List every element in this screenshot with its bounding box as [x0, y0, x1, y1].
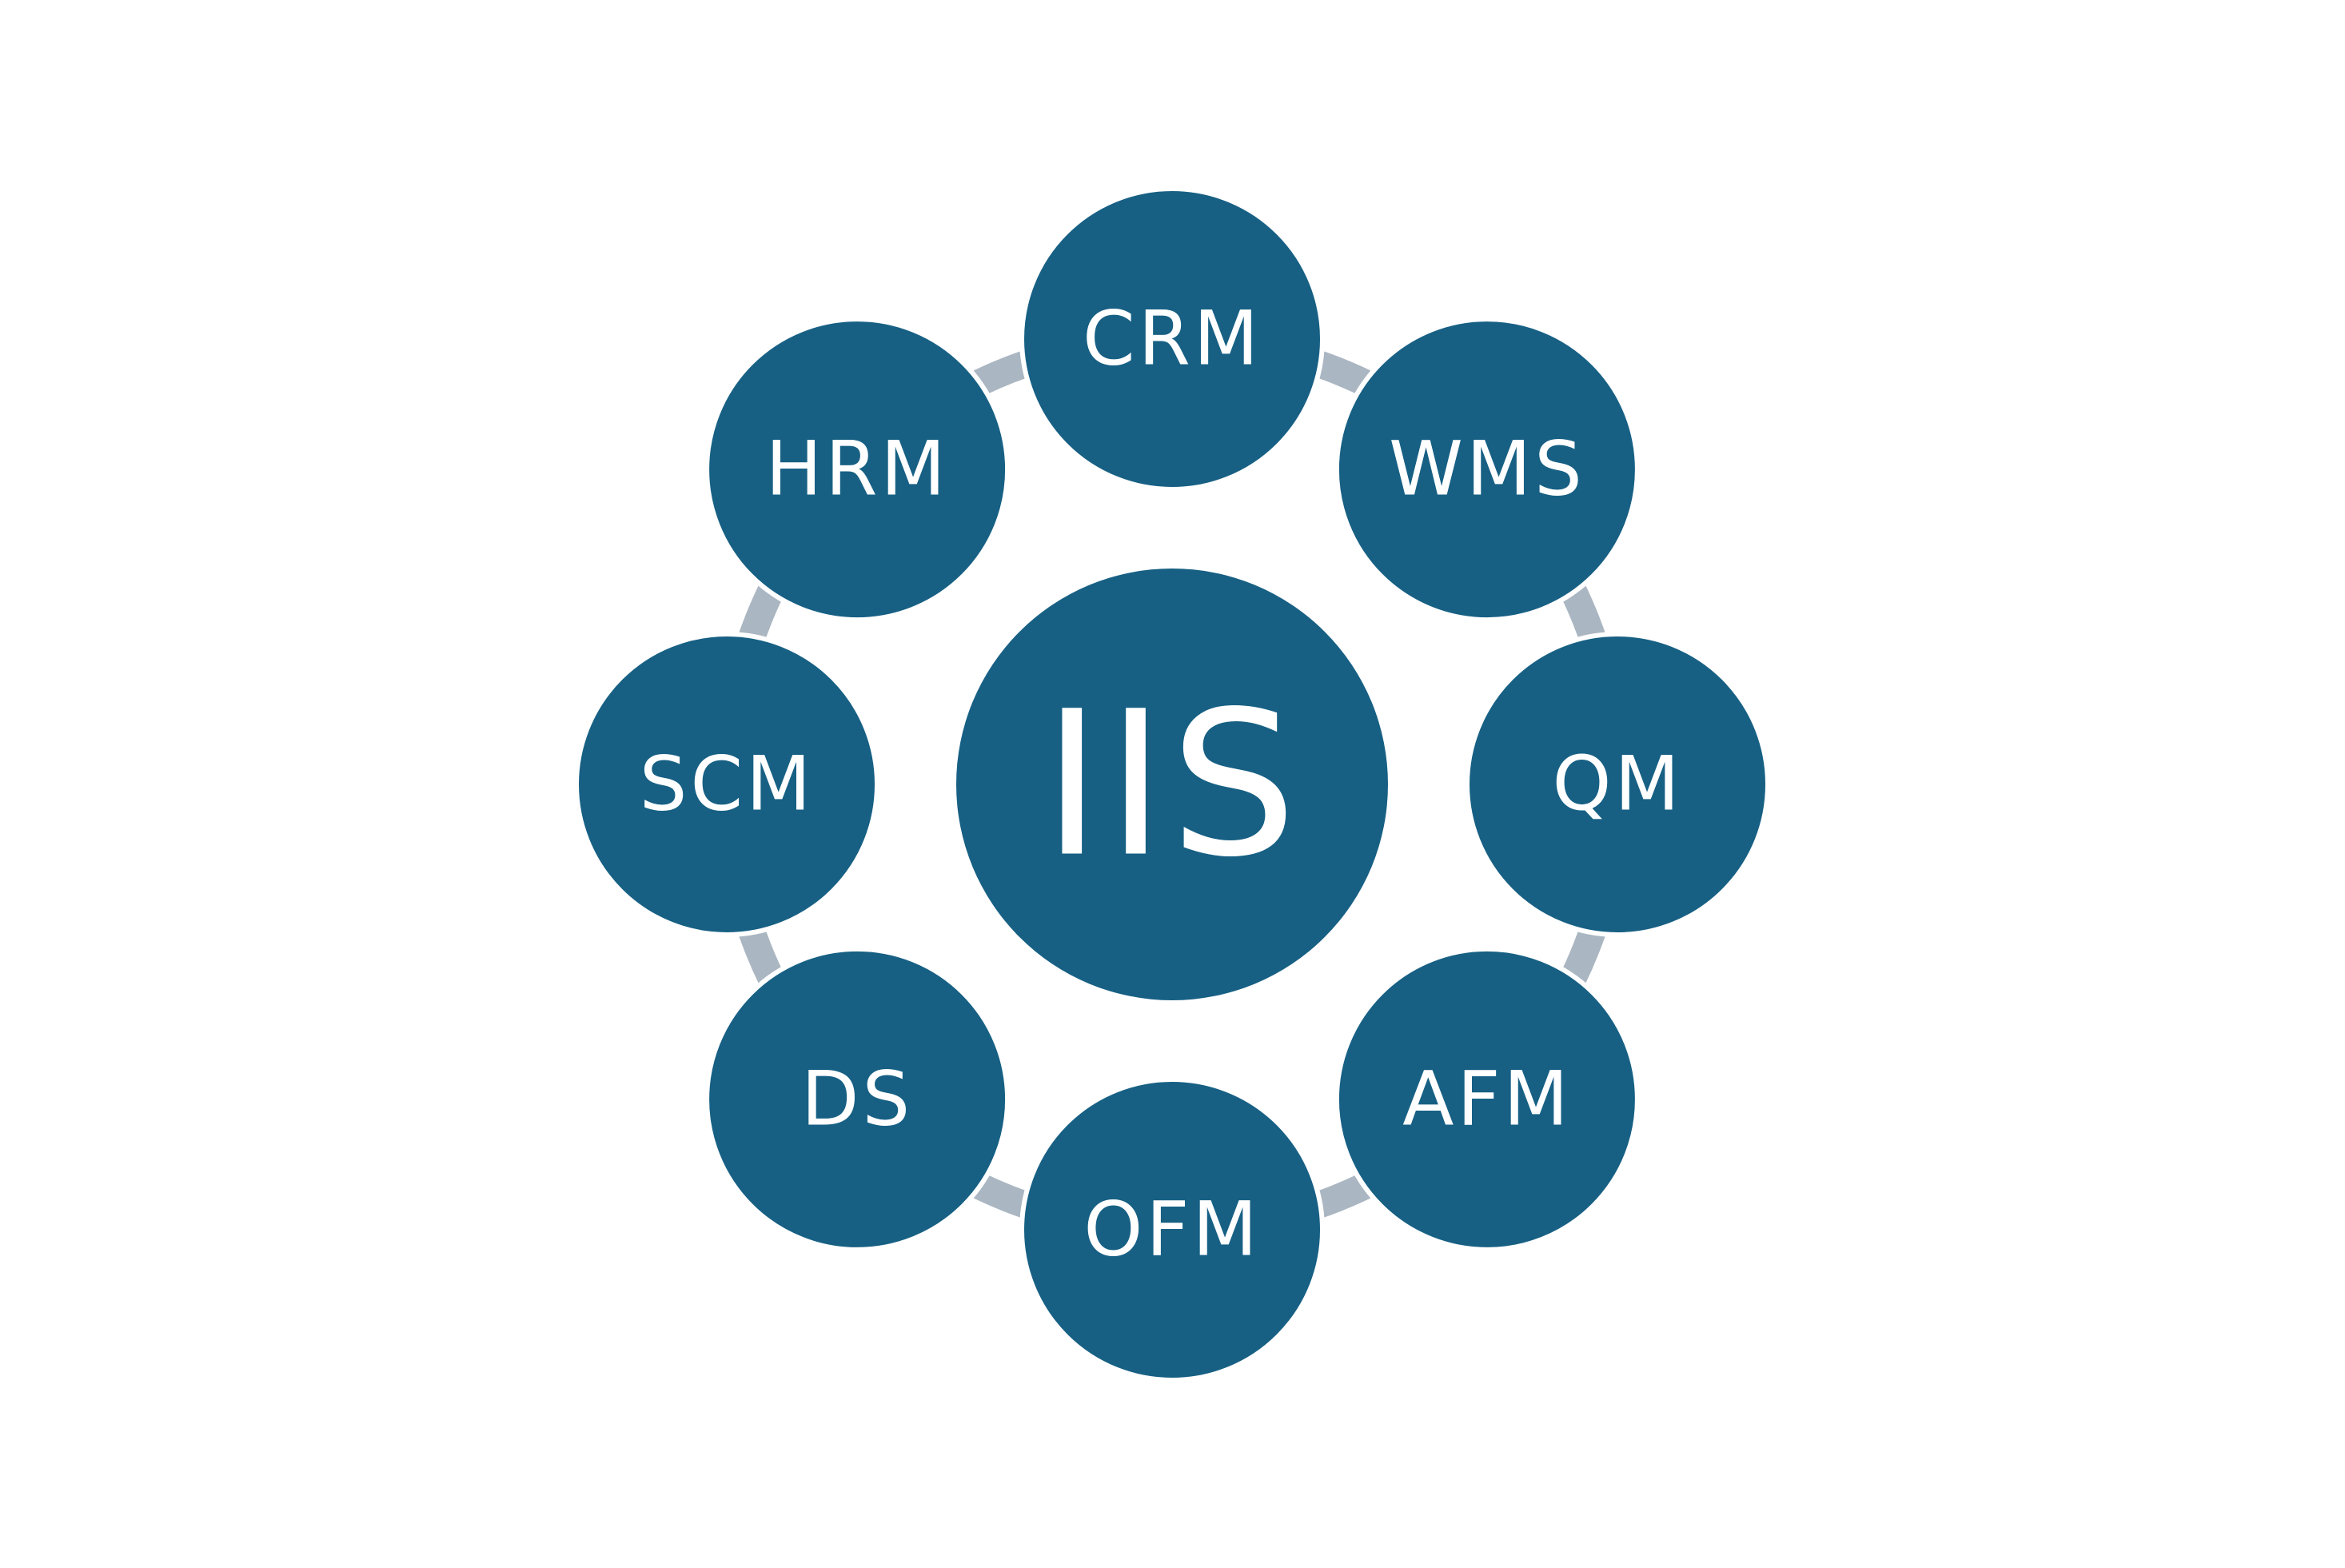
module-node-label: AFM	[1402, 1055, 1571, 1143]
module-node-label: OFM	[1083, 1187, 1260, 1274]
center-node: IIS	[956, 569, 1388, 1000]
center-node-label: IIS	[1043, 668, 1302, 901]
module-node-circle	[574, 632, 879, 937]
module-node-scm: SCM	[574, 632, 879, 937]
module-node-qm: QM	[1465, 632, 1770, 937]
module-node-label: HRM	[766, 426, 949, 513]
module-node-label: DS	[801, 1055, 913, 1143]
module-node-crm: CRM	[1019, 186, 1325, 492]
module-node-label: CRM	[1083, 296, 1262, 383]
module-node-label: QM	[1552, 741, 1682, 828]
module-node-hrm: HRM	[704, 317, 1011, 623]
module-node-ds: DS	[704, 946, 1011, 1252]
module-node-circle	[1334, 946, 1640, 1252]
module-node-circle	[1334, 317, 1640, 623]
module-node-label: WMS	[1389, 426, 1585, 513]
module-node-circle	[1019, 1077, 1325, 1382]
module-node-label: SCM	[640, 741, 814, 828]
module-node-afm: AFM	[1334, 946, 1640, 1252]
module-node-circle	[1019, 186, 1325, 492]
module-node-circle	[704, 946, 1011, 1252]
module-node-circle	[704, 317, 1011, 623]
module-node-ofm: OFM	[1019, 1077, 1325, 1382]
module-node-circle	[1465, 632, 1770, 937]
module-nodes: CRM WMS QM AFM OFM DS SCM HRM	[574, 186, 1770, 1382]
center-node-circle	[956, 569, 1388, 1000]
module-node-wms: WMS	[1334, 317, 1640, 623]
